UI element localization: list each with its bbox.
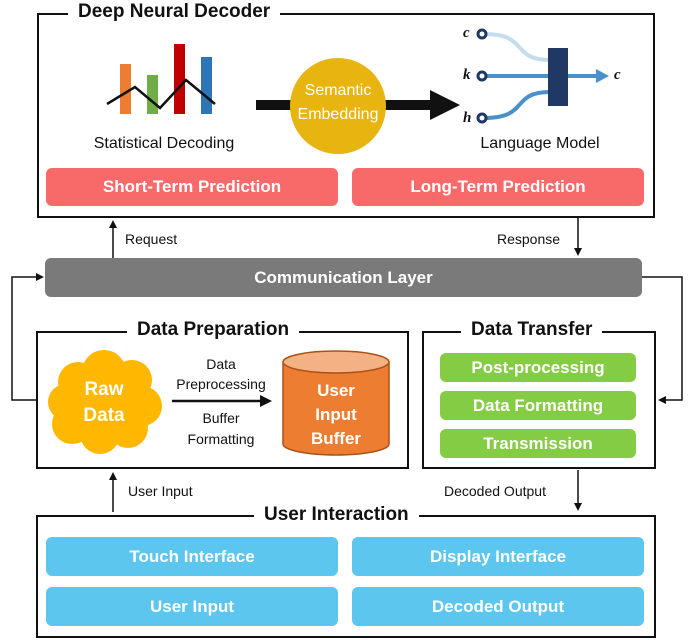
data-label: Data [206,356,236,372]
lm-input-c: c [463,25,470,41]
decoder-title: Deep Neural Decoder [68,1,281,23]
semantic-embedding-circle [290,58,386,154]
user-input-label: User Input [128,483,193,499]
cylinder-line1: User [317,381,355,400]
buffer-label: Buffer [202,410,240,426]
long-term-prediction: Long-Term Prediction [352,168,644,206]
user-interaction-title: User Interaction [254,504,419,526]
statistical-decoding-label: Statistical Decoding [93,135,235,152]
formatting-label: Formatting [187,431,255,447]
left-loop-arrow [11,273,44,401]
semantic-line2: Embedding [297,106,379,123]
cylinder-line2: Input [315,405,357,424]
communication-layer: Communication Layer [45,258,642,297]
touch-interface-pill: Touch Interface [46,537,338,576]
response-label: Response [497,231,561,247]
preprocessing-label: Preprocessing [176,376,266,392]
request-label: Request [125,231,178,247]
cylinder-line3: Buffer [310,429,362,448]
raw-data-line2: Data [83,405,125,426]
transmission-pill: Transmission [440,429,636,458]
post-processing-pill: Post-processing [440,353,636,382]
lm-input-h: h [463,110,472,126]
user-input-pill: User Input [46,587,338,626]
decoded-output-pill: Decoded Output [352,587,644,626]
display-interface-pill: Display Interface [352,537,644,576]
raw-data-line1: Raw [84,379,124,400]
short-term-prediction: Short-Term Prediction [46,168,338,206]
lm-input-k: k [463,67,471,83]
data-formatting-pill: Data Formatting [440,391,636,420]
decoded-output-label: Decoded Output [444,483,546,499]
right-loop-arrow [642,276,683,404]
data-preparation-title: Data Preparation [127,319,300,341]
data-transfer-title: Data Transfer [461,319,603,341]
semantic-line1: Semantic [304,82,372,99]
lm-output-c: c [614,67,621,83]
language-model-label: Language Model [480,135,600,152]
